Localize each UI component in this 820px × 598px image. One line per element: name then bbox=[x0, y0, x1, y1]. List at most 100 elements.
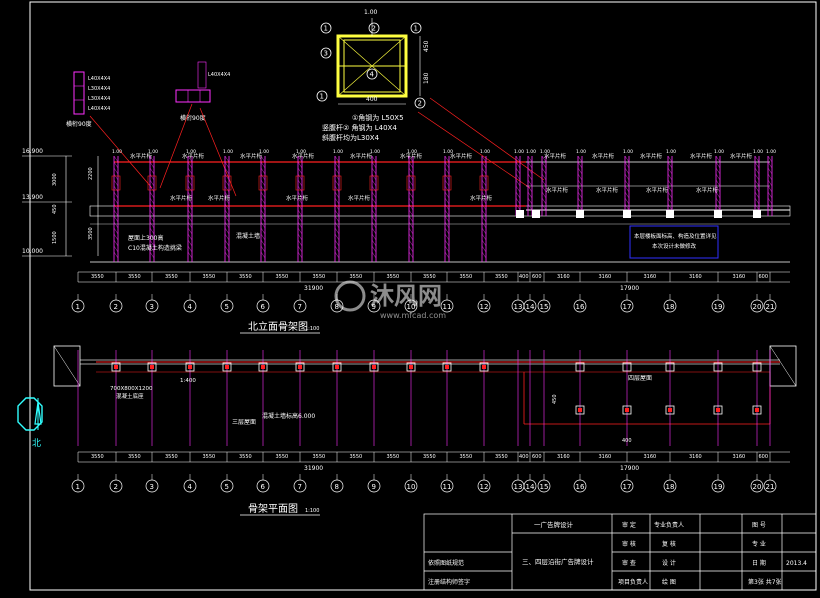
post-top-label: 1.00 bbox=[259, 149, 269, 155]
axis-label: 4 bbox=[188, 303, 193, 311]
support-block bbox=[714, 210, 722, 218]
post-top-label: 1.00 bbox=[576, 149, 586, 155]
truss-brace bbox=[624, 203, 630, 211]
truss-label: 水平片桁 bbox=[286, 194, 309, 202]
axis-label: 14 bbox=[526, 483, 535, 491]
truss-brace bbox=[481, 233, 487, 241]
plan-node-core bbox=[482, 365, 486, 369]
plan-node-core bbox=[372, 365, 376, 369]
truss-brace bbox=[297, 215, 303, 223]
truss-brace bbox=[527, 167, 533, 175]
svg-text:审 定: 审 定 bbox=[622, 521, 636, 529]
plan-node bbox=[752, 362, 762, 372]
plan-node-core bbox=[335, 365, 339, 369]
truss-labels: 水平片桁水平片桁水平片桁水平片桁水平片桁水平片桁水平片桁水平片桁水平片桁水平片桁… bbox=[130, 152, 753, 202]
truss-brace bbox=[444, 155, 450, 163]
truss-brace bbox=[113, 191, 119, 199]
truss-brace bbox=[444, 227, 450, 235]
axis-bubble bbox=[750, 299, 764, 313]
truss-brace bbox=[444, 167, 450, 175]
truss-brace bbox=[187, 215, 193, 223]
truss-brace bbox=[297, 221, 303, 229]
dim-label: 3550 bbox=[203, 274, 216, 280]
dim-label: 3550 bbox=[313, 274, 326, 280]
title-block bbox=[423, 513, 817, 591]
plan-node-core bbox=[625, 408, 629, 412]
truss-brace bbox=[767, 197, 773, 205]
truss-brace bbox=[408, 215, 414, 223]
truss-brace bbox=[149, 179, 155, 187]
truss-brace bbox=[754, 179, 760, 187]
truss-brace bbox=[297, 233, 303, 241]
truss-brace bbox=[481, 197, 487, 205]
axis-bubble bbox=[573, 479, 587, 493]
axis-label: 8 bbox=[335, 303, 339, 311]
truss-brace bbox=[149, 209, 155, 217]
level-13900: 13.900 bbox=[22, 194, 43, 201]
truss-brace bbox=[149, 251, 155, 259]
truss-brace bbox=[334, 155, 340, 163]
truss-brace bbox=[371, 191, 377, 199]
truss-brace bbox=[527, 155, 533, 163]
svg-text:3000: 3000 bbox=[52, 173, 58, 186]
truss-brace bbox=[334, 245, 340, 253]
svg-text:L40X4X4: L40X4X4 bbox=[88, 76, 110, 82]
dim-label: 400 bbox=[519, 274, 529, 280]
truss-brace bbox=[224, 245, 230, 253]
truss-brace bbox=[149, 167, 155, 175]
truss-brace bbox=[224, 185, 230, 193]
truss-brace bbox=[515, 185, 521, 193]
axis-bubble bbox=[220, 479, 234, 493]
truss-brace bbox=[715, 155, 721, 163]
truss-brace bbox=[715, 173, 721, 181]
post-top-label: 1.00 bbox=[148, 149, 158, 155]
truss-brace bbox=[767, 179, 773, 187]
truss-brace bbox=[187, 245, 193, 253]
dim-label: 400 bbox=[519, 454, 529, 460]
truss-brace bbox=[481, 203, 487, 211]
truss-brace bbox=[481, 173, 487, 181]
truss-brace bbox=[371, 185, 377, 193]
post-top-label: 1.00 bbox=[296, 149, 306, 155]
plan-node-core bbox=[409, 365, 413, 369]
truss-brace bbox=[113, 251, 119, 259]
axis-bubble bbox=[620, 299, 634, 313]
axis-label: 12 bbox=[480, 483, 489, 491]
truss-brace bbox=[260, 179, 266, 187]
truss-brace bbox=[481, 155, 487, 163]
dim-label: 3160 bbox=[557, 454, 570, 460]
support-block bbox=[532, 210, 540, 218]
axis-label: 6 bbox=[261, 483, 266, 491]
beam-bracket bbox=[147, 175, 157, 191]
truss-brace bbox=[541, 197, 547, 205]
level-16900: 16.900 bbox=[22, 148, 43, 155]
truss-brace bbox=[481, 215, 487, 223]
plan-node bbox=[575, 362, 585, 372]
axis-label: 1 bbox=[76, 483, 80, 491]
truss-brace bbox=[113, 209, 119, 217]
small-detail-mid: L40X4X4 横桁90度 bbox=[175, 61, 230, 122]
truss-brace bbox=[149, 155, 155, 163]
truss-brace bbox=[149, 215, 155, 223]
truss-brace bbox=[754, 203, 760, 211]
note-left-2: C10混凝土构造挑梁 bbox=[128, 244, 182, 252]
svg-text:3: 3 bbox=[324, 50, 328, 58]
axis-label: 16 bbox=[576, 483, 585, 491]
dim-label: 3550 bbox=[387, 454, 400, 460]
truss-brace bbox=[541, 167, 547, 175]
truss-brace bbox=[527, 179, 533, 187]
axis-bubble bbox=[663, 299, 677, 313]
axis-label: 2 bbox=[114, 483, 118, 491]
plan-node bbox=[665, 362, 675, 372]
truss-brace bbox=[149, 221, 155, 229]
truss-brace bbox=[667, 161, 673, 169]
truss-brace bbox=[224, 209, 230, 217]
axis-bubble bbox=[477, 299, 491, 313]
post-top-label: 1.00 bbox=[112, 149, 122, 155]
truss-brace bbox=[334, 197, 340, 205]
dim-label: 600 bbox=[759, 274, 769, 280]
truss-label: 水平片桁 bbox=[170, 194, 193, 202]
